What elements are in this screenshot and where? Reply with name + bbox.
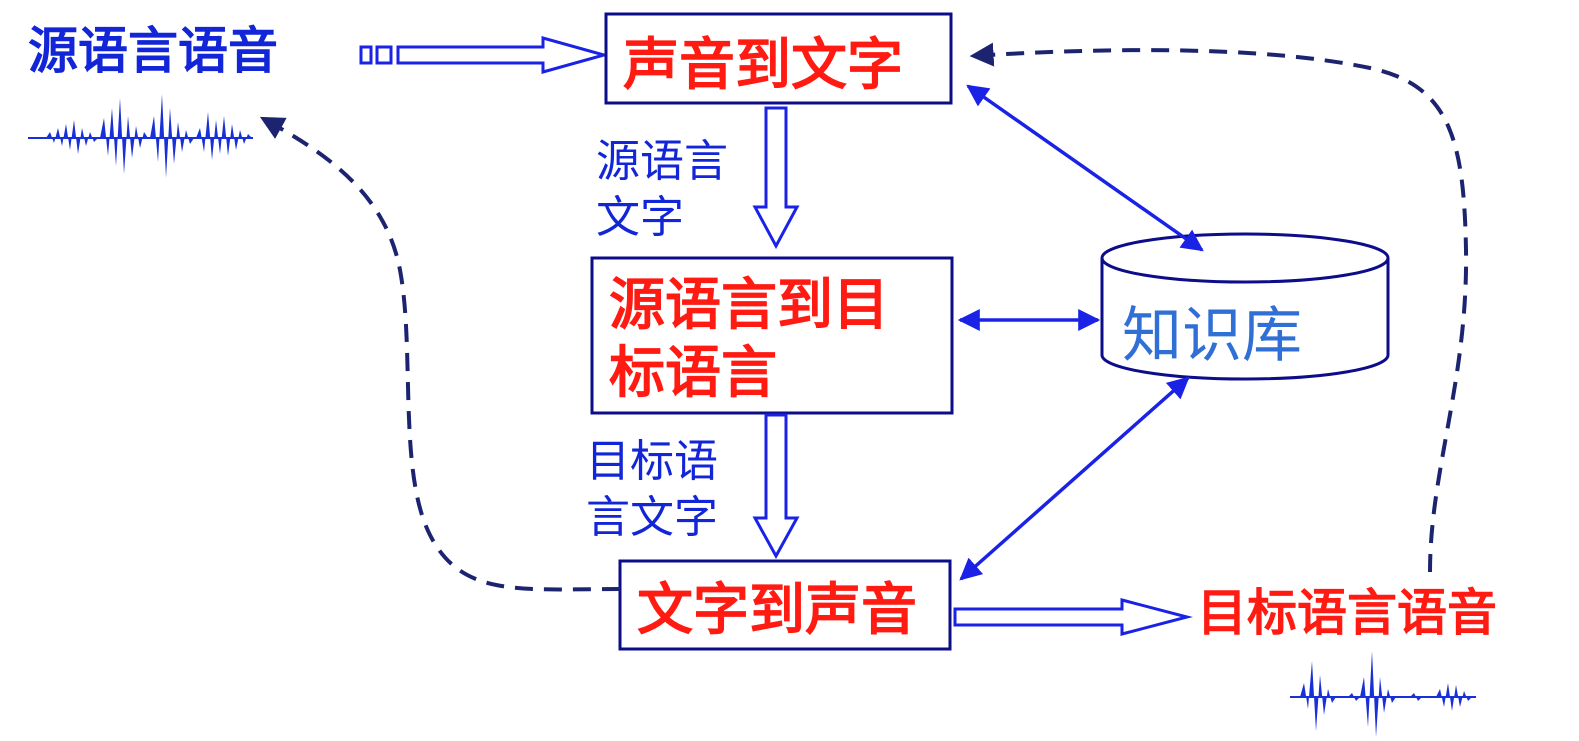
link-tts-kb — [959, 376, 1190, 581]
dashed-target-speech-to-asr — [969, 42, 1469, 573]
arrow-source-to-asr — [359, 36, 610, 74]
target-speech-label: 目标语言语音 — [1197, 584, 1497, 642]
box-translation-label-line2: 标语言 — [609, 341, 777, 406]
target-text-label-line1: 目标语 — [586, 436, 718, 487]
box-translation — [590, 256, 954, 415]
box-translation-label-line1: 源语言到目 — [609, 273, 889, 338]
dashed-tts-to-source-speech — [259, 116, 621, 592]
arrow-mt-to-tts — [752, 413, 800, 560]
arrow-tts-to-target — [953, 598, 1193, 636]
box-speech-to-text — [604, 12, 953, 105]
target-waveform-icon — [1290, 651, 1476, 737]
box-text-to-speech — [618, 559, 952, 651]
source-speech-label: 源语言语音 — [28, 22, 278, 80]
box-speech-to-text-label: 声音到文字 — [623, 33, 903, 98]
source-text-label-line2: 文字 — [596, 192, 684, 243]
knowledge-base-label: 知识库 — [1122, 301, 1302, 371]
target-text-label-line2: 言文字 — [586, 492, 718, 543]
link-asr-kb — [966, 84, 1204, 252]
box-text-to-speech-label: 文字到声音 — [637, 578, 917, 643]
arrow-asr-to-mt — [752, 106, 800, 250]
source-waveform-icon — [28, 94, 253, 178]
source-text-label-line1: 源语言 — [596, 136, 728, 187]
